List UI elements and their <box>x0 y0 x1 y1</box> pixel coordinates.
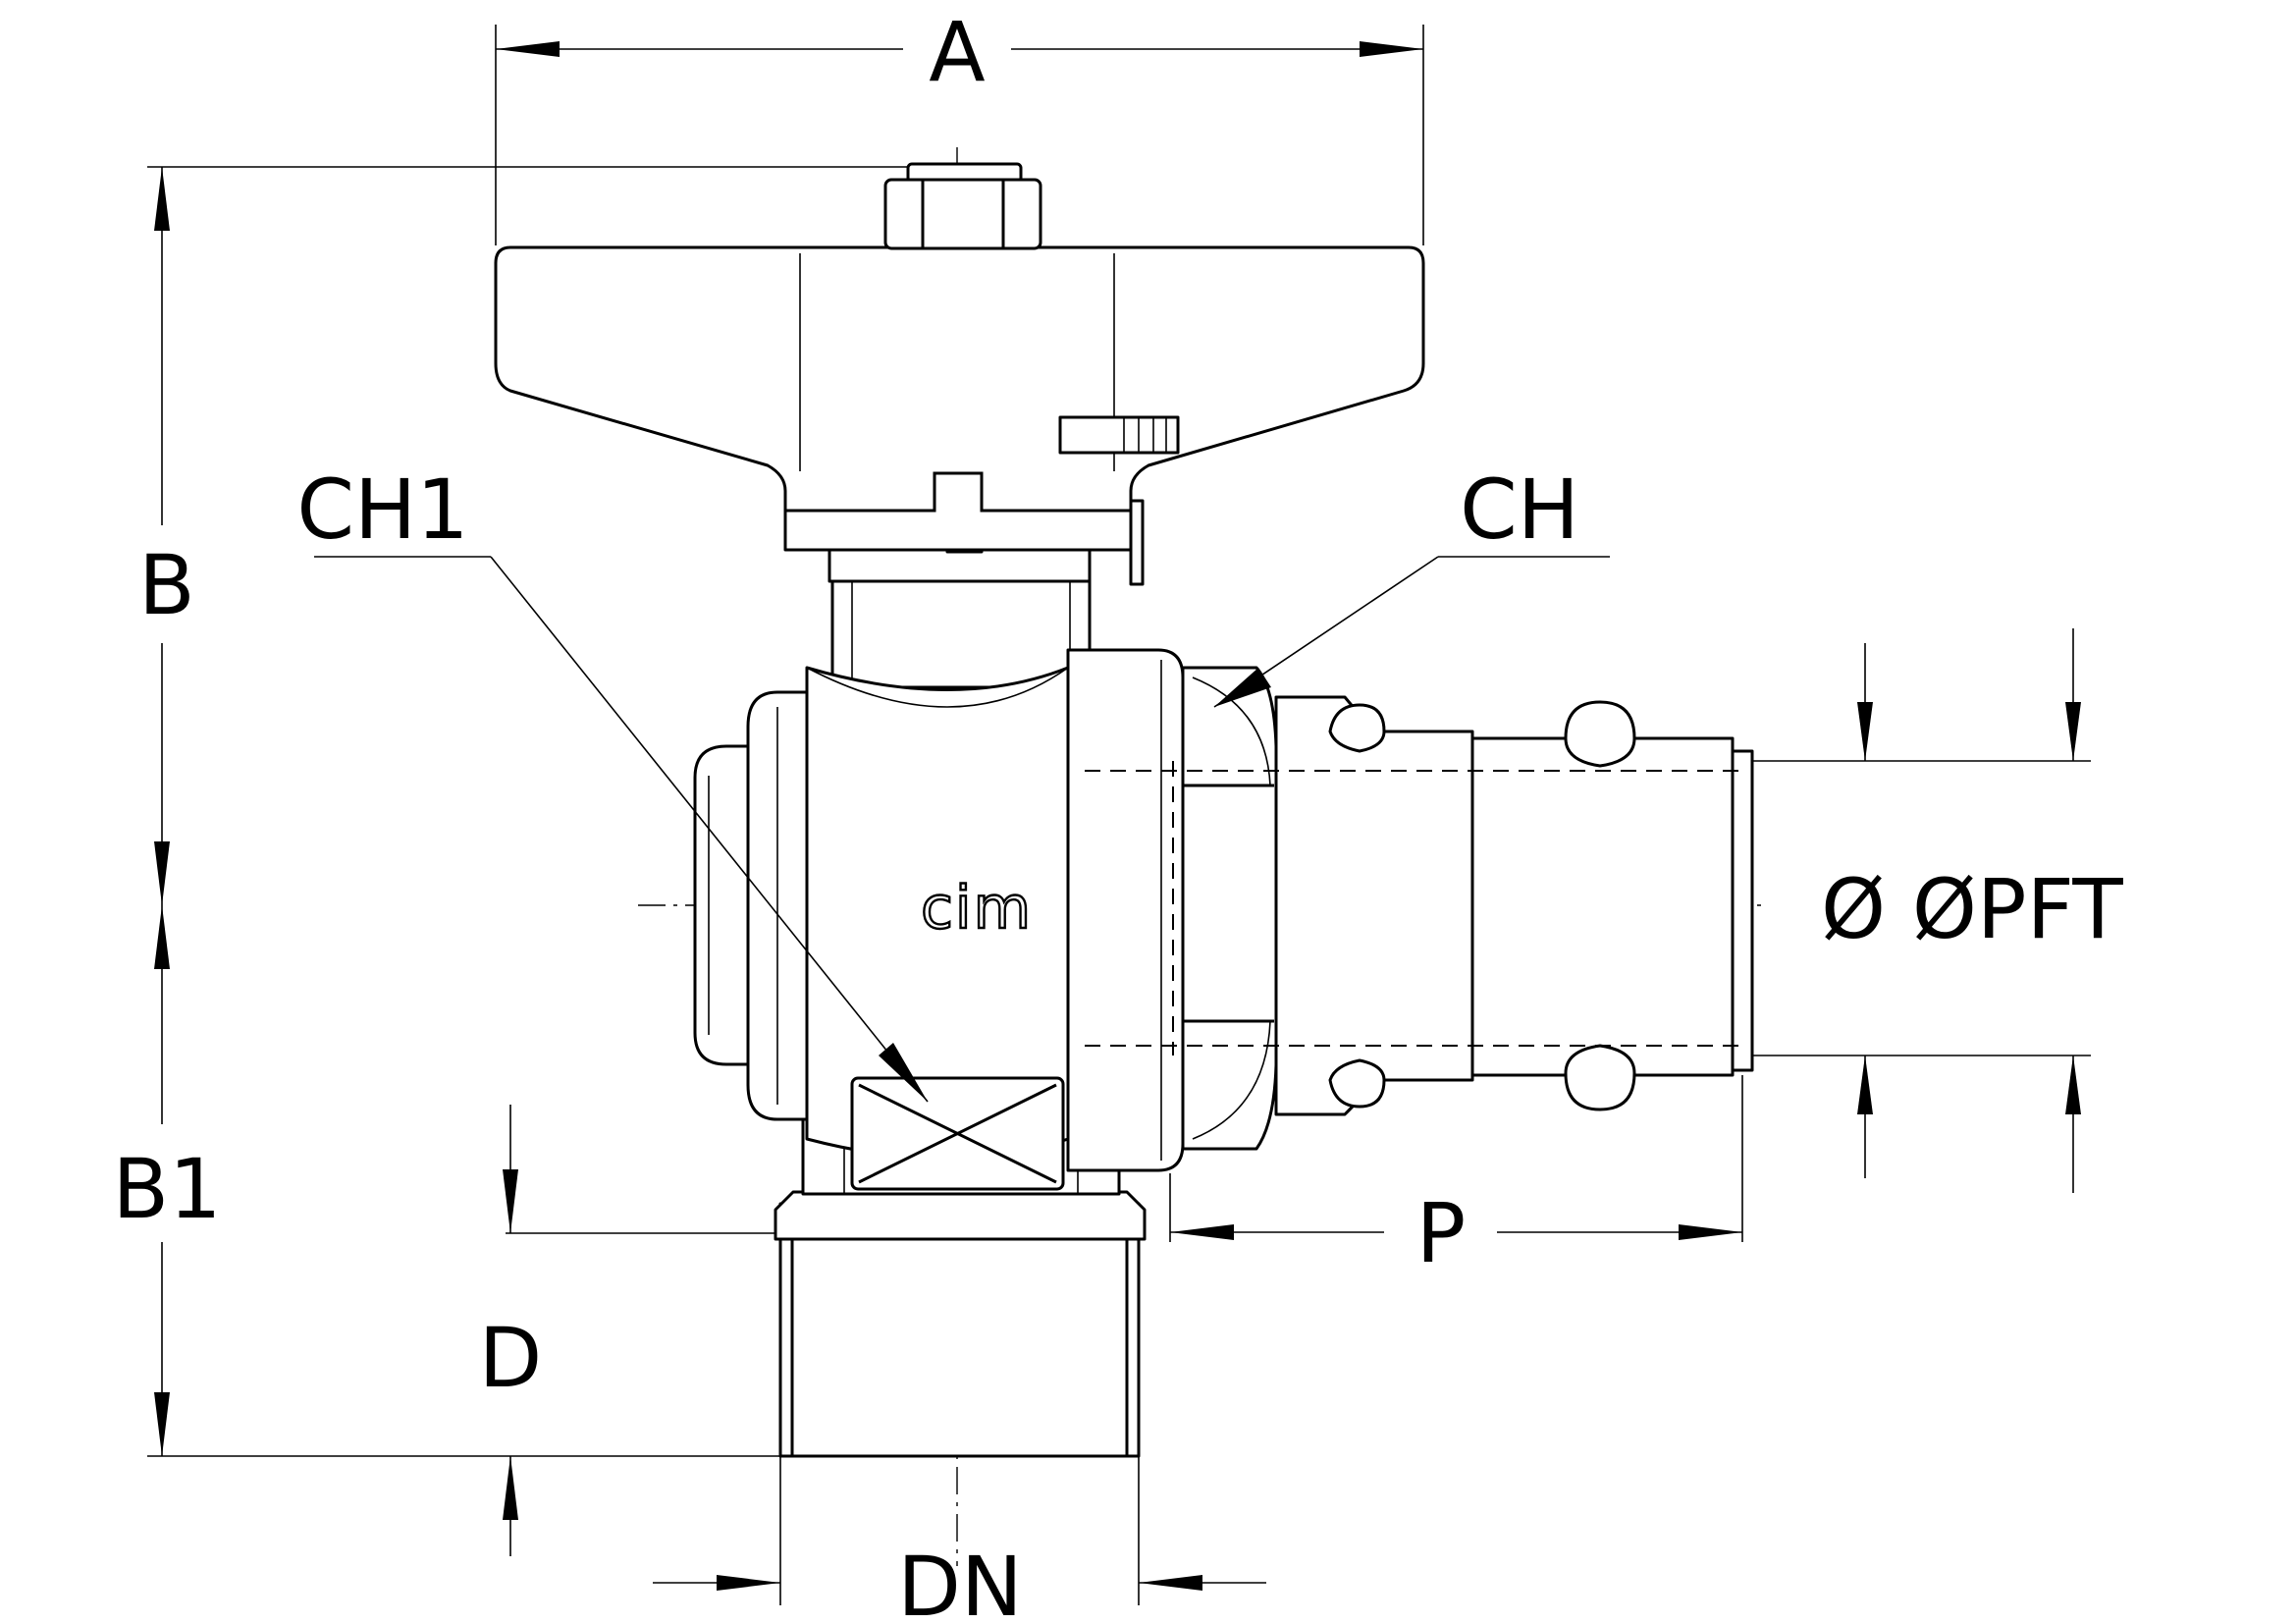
dim-label-a: A <box>929 4 985 100</box>
valve-body-drawing <box>494 162 1754 1458</box>
dim-label-pft: Ø ØPFT <box>1821 861 2123 957</box>
dim-label-dn: DN <box>897 1539 1023 1624</box>
press-fitting-collar <box>1274 695 1474 1116</box>
bottom-thread-shell <box>778 1202 1141 1458</box>
butterfly-handle <box>494 245 1425 552</box>
bottom-nut <box>774 1190 1147 1241</box>
dim-label-b: B <box>138 537 195 633</box>
o-ring-2 <box>1564 700 1636 768</box>
dimension-labels: A B B1 CH1 CH Ø ØPFT P D DN <box>112 4 2123 1624</box>
position-indicator <box>1058 415 1180 455</box>
dim-label-d: D <box>479 1310 543 1406</box>
dim-label-ch: CH <box>1460 461 1579 558</box>
brand-logo: cim <box>921 874 1033 943</box>
dim-label-b1: B1 <box>112 1141 221 1237</box>
dim-label-ch1: CH1 <box>296 461 468 558</box>
dimension-lines <box>147 25 2091 1605</box>
top-hex-nut <box>883 178 1042 250</box>
dim-label-p: P <box>1416 1185 1467 1281</box>
o-ring-1 <box>1328 703 1386 753</box>
pipe-end <box>1731 749 1754 1072</box>
hex-nut-ch <box>1181 666 1278 1151</box>
